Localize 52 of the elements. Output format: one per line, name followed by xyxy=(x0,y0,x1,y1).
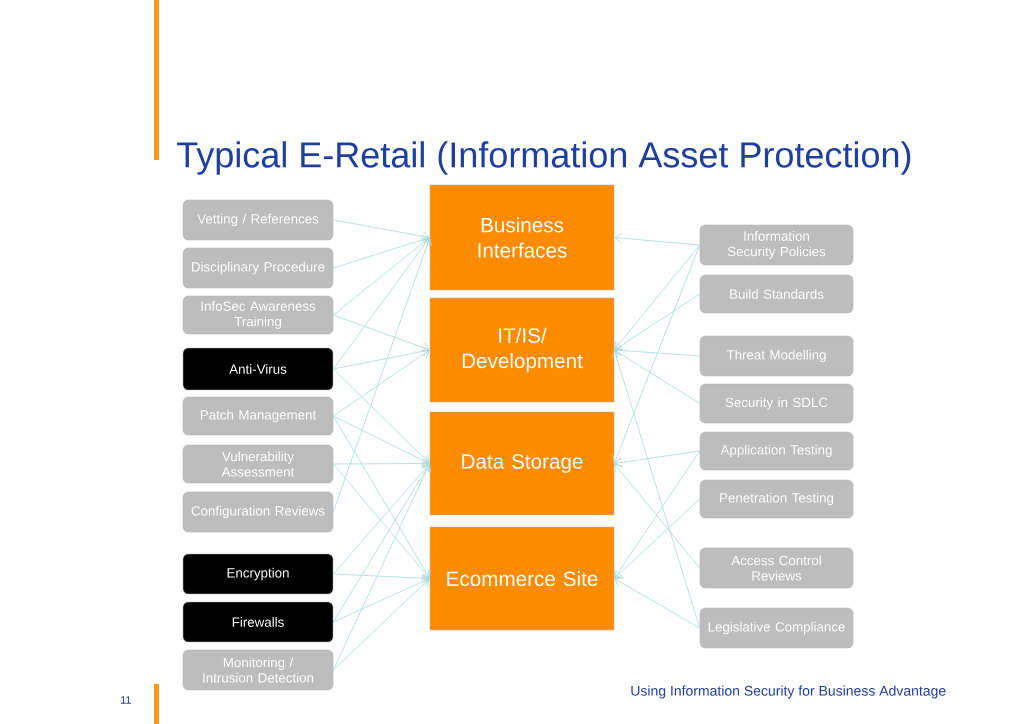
side-box: Patch Management xyxy=(182,396,334,436)
title: Typical E-Retail (Information Asset Protection) xyxy=(177,141,911,175)
arrow xyxy=(614,349,701,404)
arrow xyxy=(332,349,430,417)
arrow xyxy=(332,346,430,370)
side-box: Anti-Virus xyxy=(182,347,334,391)
side-box: Penetration Testing xyxy=(699,479,854,519)
arrow xyxy=(614,345,701,357)
side-box: Access Control Reviews xyxy=(699,547,854,589)
side-box: Configuration Reviews xyxy=(182,491,334,533)
arrow xyxy=(614,463,701,569)
arrow xyxy=(332,576,430,623)
arrow xyxy=(614,450,701,468)
arrow xyxy=(332,578,430,671)
side-box: Vulnerability Assessment xyxy=(182,444,334,484)
side-box: Encryption xyxy=(182,553,334,595)
arrow xyxy=(614,450,701,579)
side-box: Disciplinary Procedure xyxy=(182,247,334,289)
arrow xyxy=(614,577,701,629)
arrow xyxy=(614,244,701,350)
arrow xyxy=(332,237,430,316)
side-box: Firewalls xyxy=(182,601,334,643)
arrow xyxy=(614,293,701,351)
arrow xyxy=(332,314,430,353)
arrow xyxy=(332,415,430,465)
arrow xyxy=(332,237,430,370)
footer-text: Using Information Security for Business Advantage xyxy=(631,685,946,699)
side-box: Monitoring / Intrusion Detection xyxy=(182,649,334,691)
arrow xyxy=(332,573,430,584)
arrow xyxy=(332,237,433,513)
arrow xyxy=(612,244,701,464)
center-box: Ecommerce Site xyxy=(429,526,615,631)
side-box: Security in SDLC xyxy=(699,383,854,424)
arrow xyxy=(332,415,431,579)
side-box: Information Security Policies xyxy=(699,224,854,266)
side-box: Legislative Compliance xyxy=(699,607,854,649)
arrow xyxy=(332,463,431,623)
side-box: Build Standards xyxy=(699,274,854,314)
center-box: Business Interfaces xyxy=(429,184,615,291)
page-number: 11 xyxy=(121,696,131,704)
arrow xyxy=(332,463,432,671)
arrow xyxy=(332,368,430,464)
arrow xyxy=(332,234,430,269)
side-box: InfoSec Awareness Training xyxy=(182,295,334,335)
side-box: Threat Modelling xyxy=(699,335,854,377)
center-box: Data Storage xyxy=(429,411,615,516)
center-box: IT/IS/ Development xyxy=(429,297,615,403)
side-box: Application Testing xyxy=(699,431,854,471)
arrow xyxy=(614,233,701,246)
side-box: Vetting / References xyxy=(182,199,334,241)
arrow xyxy=(611,350,701,629)
arrow xyxy=(614,498,701,579)
